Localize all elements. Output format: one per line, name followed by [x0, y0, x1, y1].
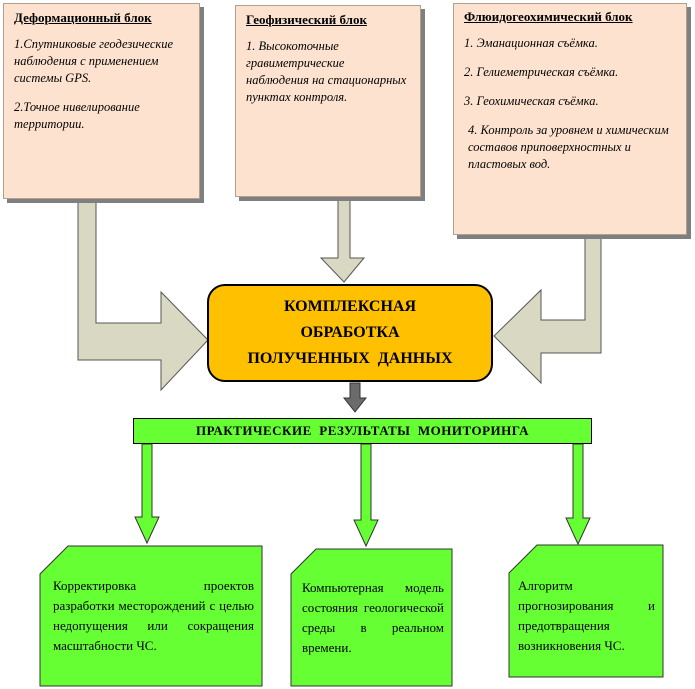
deformation-item-1: 1.Спутниковые геодезические наблюдения с…	[14, 37, 174, 85]
arrow-fluid	[493, 235, 602, 385]
result-box-1: Корректировка проектов разработки местор…	[41, 566, 262, 684]
fluid-item-4: 4. Контроль за уровнем и химическим сост…	[468, 123, 669, 171]
result-box-shape-1	[39, 545, 263, 687]
result-box-shape-2	[290, 548, 453, 687]
central-processing-box: КОМПЛЕКСНАЯ ОБРАБОТКА ПОЛУЧЕННЫХ ДАННЫХ	[207, 284, 493, 382]
fluid-block-title: Флюидогеохимический блок	[464, 9, 633, 24]
fluid-item-2: 2. Гелиеметрическая съёмка.	[464, 65, 619, 79]
fluid-item-3: 3. Геохимическая съёмка.	[464, 94, 599, 108]
result-text-1: Корректировка проектов разработки местор…	[53, 578, 254, 653]
geophysical-block: Геофизический блок 1. Высокоточные грави…	[235, 5, 421, 197]
center-line-1: КОМПЛЕКСНАЯ	[283, 298, 417, 315]
arrow-deformation	[77, 199, 209, 392]
result-box-2: Компьютерная модель состояния геологичес…	[292, 570, 452, 684]
center-line-2: ОБРАБОТКА	[300, 324, 400, 341]
deformation-block-title: Деформационный блок	[14, 10, 152, 25]
arrow-result-2	[353, 443, 379, 548]
arrow-result-1	[134, 443, 160, 545]
center-line-3: ПОЛУЧЕННЫХ ДАННЫХ	[247, 350, 453, 367]
arrow-result-3	[565, 443, 591, 546]
results-bar-label: ПРАКТИЧЕСКИЕ РЕЗУЛЬТАТЫ МОНИТОРИНГА	[195, 423, 530, 438]
result-box-shape-3	[508, 544, 664, 678]
results-bar: ПРАКТИЧЕСКИЕ РЕЗУЛЬТАТЫ МОНИТОРИНГА	[133, 418, 592, 444]
result-text-2: Компьютерная модель состояния геологичес…	[302, 580, 444, 655]
fluid-block: Флюидогеохимический блок 1. Эманационная…	[453, 3, 687, 235]
deformation-block: Деформационный блок 1.Спутниковые геодез…	[3, 3, 200, 199]
fluid-item-1: 1. Эманационная съёмка.	[464, 36, 598, 50]
geophysical-item-1: 1. Высокоточные гравиметрические наблюде…	[246, 39, 407, 104]
geophysical-block-title: Геофизический блок	[246, 12, 367, 27]
deformation-item-2: 2.Точное нивелирование территории.	[14, 100, 140, 131]
arrow-center-to-results	[342, 382, 368, 413]
result-text-3: Алгоритм прогнозирования и предотвращени…	[518, 578, 655, 653]
result-box-3: Алгоритм прогнозирования и предотвращени…	[510, 566, 663, 676]
arrow-geophysical	[319, 197, 366, 283]
